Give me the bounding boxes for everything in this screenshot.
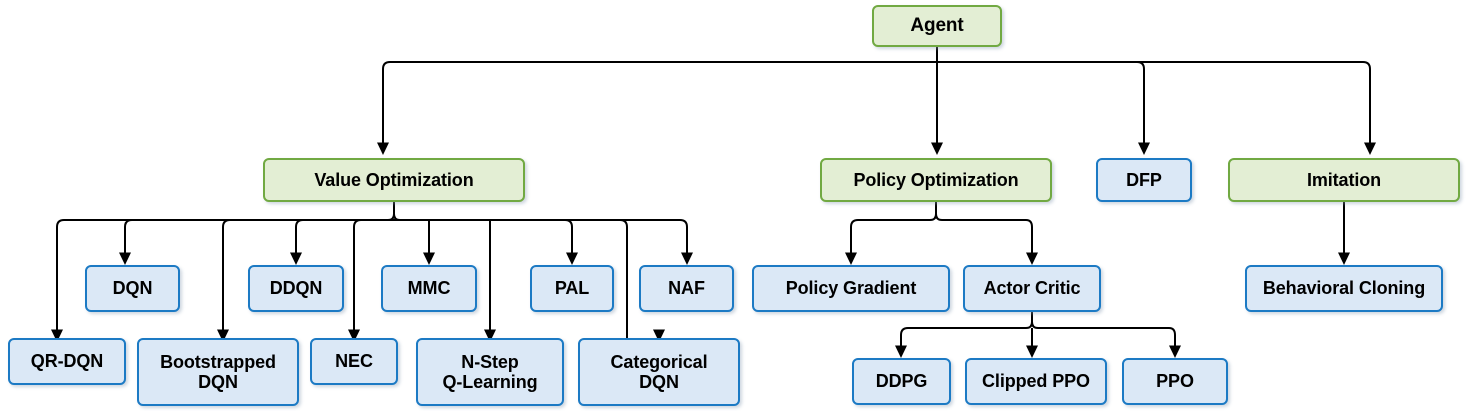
node-label-nec: NEC: [335, 351, 373, 372]
connector-line: [937, 61, 1371, 143]
node-label-policy-gradient: Policy Gradient: [785, 278, 917, 299]
node-policy-gradient[interactable]: Policy Gradient: [752, 265, 950, 312]
node-ppo[interactable]: PPO: [1122, 358, 1228, 405]
connector-line: [382, 61, 937, 143]
arrowhead-icon: [290, 252, 302, 265]
connector-line: [124, 219, 394, 253]
node-dqn[interactable]: DQN: [85, 265, 180, 312]
connector-line: [295, 219, 394, 253]
arrowhead-icon: [1026, 345, 1038, 358]
node-label-pal: PAL: [554, 278, 590, 299]
connector-line: [937, 61, 1145, 143]
node-label-dqn: DQN: [112, 278, 153, 299]
node-label-naf: NAF: [668, 278, 705, 299]
node-nec[interactable]: NEC: [310, 338, 398, 385]
node-agent[interactable]: Agent: [872, 5, 1002, 47]
connector-line: [850, 202, 937, 253]
connector-line: [393, 213, 430, 253]
arrowhead-icon: [1338, 252, 1350, 265]
arrowhead-icon: [119, 252, 131, 265]
node-label-value-optimization: Value Optimization: [314, 169, 474, 190]
node-imitation[interactable]: Imitation: [1228, 158, 1460, 202]
node-label-dfp: DFP: [1126, 169, 1162, 190]
arrowhead-icon: [895, 345, 907, 358]
node-ddpg[interactable]: DDPG: [852, 358, 951, 405]
node-mmc[interactable]: MMC: [381, 265, 477, 312]
arrowhead-icon: [931, 142, 943, 155]
arrowhead-icon: [1138, 142, 1150, 155]
connector-line: [935, 213, 1033, 253]
node-bootstrapped-dqn[interactable]: Bootstrapped DQN: [137, 338, 299, 406]
node-value-optimization[interactable]: Value Optimization: [263, 158, 525, 202]
node-label-policy-optimization: Policy Optimization: [853, 169, 1019, 190]
connector-line: [900, 312, 1033, 346]
node-label-n-step-q-learning: N-Step Q-Learning: [442, 351, 538, 392]
node-naf[interactable]: NAF: [639, 265, 734, 312]
node-behavioral-cloning[interactable]: Behavioral Cloning: [1245, 265, 1443, 312]
node-label-agent: Agent: [910, 15, 964, 37]
arrowhead-icon: [1169, 345, 1181, 358]
node-label-actor-critic: Actor Critic: [983, 278, 1081, 299]
node-label-imitation: Imitation: [1306, 169, 1382, 190]
node-pal[interactable]: PAL: [530, 265, 614, 312]
node-label-categorical-dqn: Categorical DQN: [610, 351, 708, 392]
node-n-step-q-learning[interactable]: N-Step Q-Learning: [416, 338, 564, 406]
node-policy-optimization[interactable]: Policy Optimization: [820, 158, 1052, 202]
arrowhead-icon: [845, 252, 857, 265]
arrowhead-icon: [1364, 142, 1376, 155]
node-label-ddqn: DDQN: [269, 278, 323, 299]
node-label-clipped-ppo: Clipped PPO: [982, 371, 1090, 392]
connector-line: [394, 219, 688, 253]
arrowhead-icon: [377, 142, 389, 155]
node-label-qr-dqn: QR-DQN: [30, 351, 104, 372]
node-clipped-ppo[interactable]: Clipped PPO: [965, 358, 1107, 405]
connector-line: [1031, 321, 1176, 346]
node-label-ddpg: DDPG: [875, 371, 928, 392]
arrowhead-icon: [681, 252, 693, 265]
node-ddqn[interactable]: DDQN: [248, 265, 344, 312]
node-qr-dqn[interactable]: QR-DQN: [8, 338, 126, 385]
arrowhead-icon: [566, 252, 578, 265]
node-actor-critic[interactable]: Actor Critic: [963, 265, 1101, 312]
connector-line: [394, 219, 573, 253]
node-label-mmc: MMC: [407, 278, 451, 299]
node-label-bootstrapped-dqn: Bootstrapped DQN: [160, 351, 276, 392]
arrowhead-icon: [1026, 252, 1038, 265]
node-dfp[interactable]: DFP: [1096, 158, 1192, 202]
node-label-behavioral-cloning: Behavioral Cloning: [1262, 278, 1426, 299]
node-label-ppo: PPO: [1156, 371, 1194, 392]
arrowhead-icon: [423, 252, 435, 265]
node-categorical-dqn[interactable]: Categorical DQN: [578, 338, 740, 406]
